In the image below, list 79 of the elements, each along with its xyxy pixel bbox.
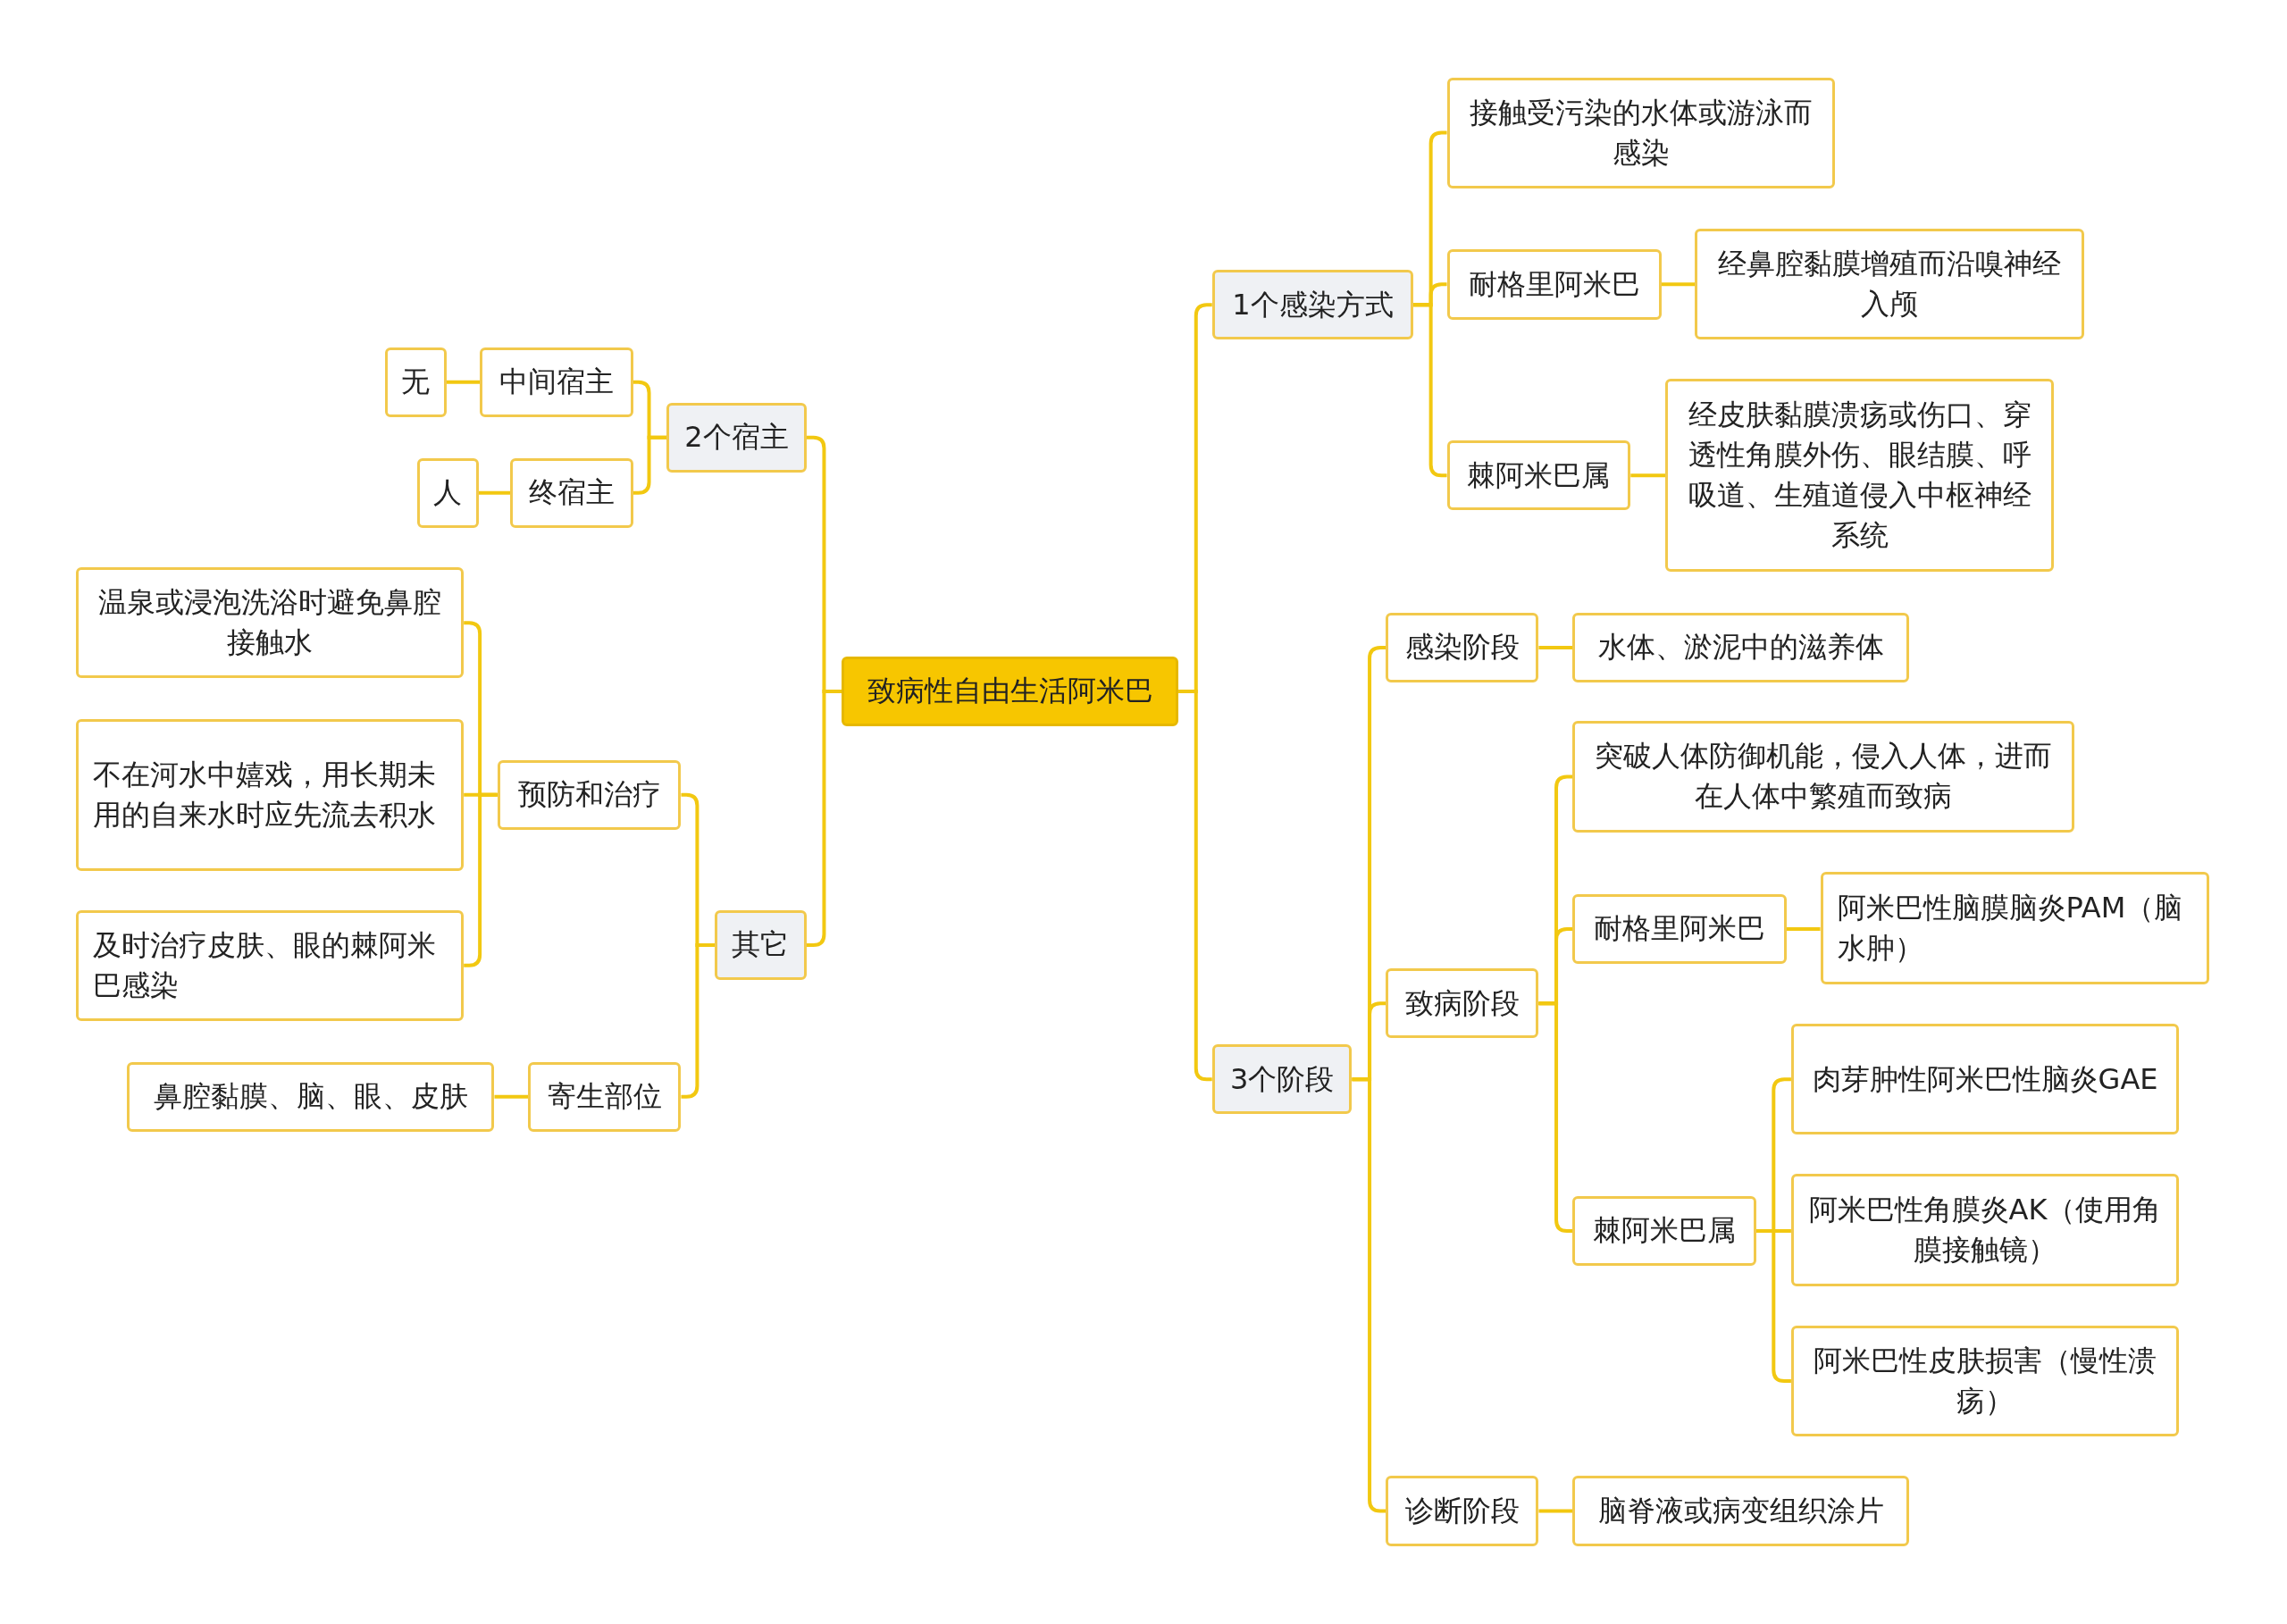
topic-box	[1790, 1174, 2180, 1286]
topic-text: 肉芽肿性阿米巴性脑炎GAE	[1812, 1060, 2158, 1098]
topic-box	[1572, 1476, 1910, 1546]
topic-text: 寄生部位	[547, 1078, 662, 1116]
topic-text: 中间宿主	[498, 364, 614, 401]
topic-text: 不在河水中嬉戏，用长期未用的自来水时应先流去积水	[92, 756, 437, 833]
topic-text: 致病性自由生活阿米巴	[867, 673, 1153, 710]
topic-box	[1211, 1043, 1353, 1115]
topic-text: 无	[401, 364, 431, 401]
topic-box	[75, 567, 465, 679]
topic-text: 2个宿主	[684, 419, 789, 456]
topic-box	[528, 1061, 682, 1132]
topic-text: 棘阿米巴属	[1467, 456, 1611, 494]
topic-box	[715, 909, 807, 981]
topic-text: 3个阶段	[1229, 1060, 1335, 1098]
topic-text: 阿米巴性皮肤损害（慢性溃疡）	[1813, 1343, 2158, 1420]
topic-text: 经鼻腔黏膜增殖而沿嗅神经入颅	[1717, 246, 2063, 323]
connector-line	[1630, 473, 1666, 478]
topic-box	[1446, 249, 1662, 320]
topic-box	[480, 347, 633, 417]
topic-text: 阿米巴性角膜炎AK（使用角膜接触镜）	[1807, 1192, 2163, 1269]
topic-box	[1211, 270, 1414, 340]
topic-box	[1820, 872, 2210, 984]
topic-text: 耐格里阿米巴	[1468, 265, 1640, 303]
topic-box	[1790, 1024, 2180, 1135]
connector-line	[632, 435, 667, 495]
connector-line	[1755, 1228, 1791, 1384]
topic-text: 棘阿米巴属	[1592, 1212, 1736, 1250]
topic-text: 脑脊液或病变组织涂片	[1597, 1492, 1884, 1529]
topic-text: 突破人体防御机能，侵入人体，进而在人体中繁殖而致病	[1593, 738, 2053, 816]
topic-text: 水体、淤泥中的滋养体	[1597, 629, 1884, 666]
topic-box	[1665, 379, 2054, 572]
topic-text: 阿米巴性脑膜脑炎PAM（脑水肿）	[1837, 890, 2184, 967]
topic-text: 经皮肤黏膜溃疡或伤口、穿透性角膜外伤、眼结膜、呼吸道、生殖道侵入中枢神经系统	[1687, 397, 2032, 555]
topic-box	[1572, 893, 1787, 965]
root-topic-box	[842, 656, 1179, 727]
topic-text: 诊断阶段	[1404, 1492, 1520, 1529]
topic-text: 接触受污染的水体或游泳而感染	[1468, 94, 1814, 172]
topic-text: 温泉或浸泡洗浴时避免鼻腔接触水	[97, 584, 443, 662]
topic-box	[1446, 77, 1835, 188]
topic-box	[1386, 1476, 1539, 1546]
topic-text: 其它	[732, 926, 790, 964]
connector-line	[1538, 1001, 1572, 1233]
connector-line	[478, 490, 511, 495]
connector-line	[1787, 927, 1821, 931]
connector-line	[1538, 1509, 1572, 1513]
topic-box	[510, 457, 633, 528]
topic-box	[75, 718, 465, 871]
topic-text: 致病阶段	[1404, 984, 1520, 1022]
topic-text: 人	[433, 474, 463, 512]
connector-line	[446, 380, 481, 384]
topic-box	[416, 457, 479, 528]
topic-box	[75, 909, 465, 1021]
topic-box	[1572, 612, 1910, 683]
connector-line	[494, 1094, 528, 1099]
connector-line	[1178, 689, 1212, 1082]
topic-box	[1386, 968, 1539, 1039]
connector-line	[1661, 282, 1696, 287]
topic-box	[1572, 720, 2074, 833]
topic-text: 终宿主	[529, 474, 615, 512]
connector-line	[1538, 645, 1572, 649]
connector-line	[464, 792, 498, 967]
connector-line	[806, 689, 842, 947]
topic-text: 及时治疗皮肤、眼的棘阿米巴感染	[92, 926, 437, 1004]
topic-box	[385, 347, 447, 417]
topic-text: 预防和治疗	[517, 776, 661, 814]
topic-box	[666, 402, 807, 473]
topic-text: 鼻腔黏膜、脑、眼、皮肤	[153, 1078, 468, 1116]
topic-box	[1446, 440, 1631, 511]
topic-text: 感染阶段	[1404, 629, 1520, 666]
topic-box	[1695, 229, 2085, 340]
topic-box	[1386, 612, 1539, 683]
topic-box	[1572, 1195, 1756, 1267]
topic-box	[127, 1061, 495, 1132]
connector-line	[1352, 1077, 1386, 1513]
topic-text: 1个感染方式	[1232, 286, 1394, 323]
topic-text: 耐格里阿米巴	[1594, 910, 1765, 948]
topic-box	[497, 759, 682, 830]
topic-box	[1790, 1326, 2180, 1437]
